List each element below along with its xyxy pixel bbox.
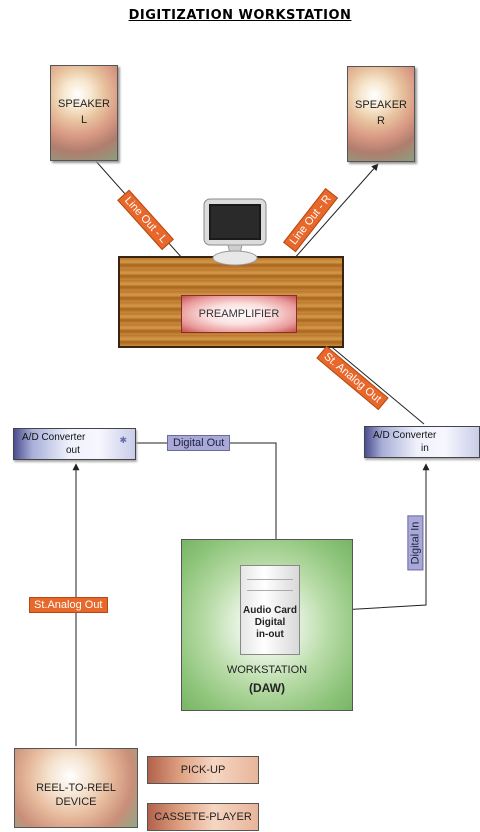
reel-to-reel-label: REEL-TO-REEL DEVICE [36,782,116,808]
ad-converter-out-port: out [66,445,80,456]
gear-icon: ✱ [119,435,127,445]
preamplifier-box: PREAMPLIFIER [181,295,297,333]
ad-converter-in-label: A/D Converter [373,430,437,441]
ad-converter-in: A/D Converter in [364,426,480,458]
diagram-title: DIGITIZATION WORKSTATION [128,8,352,23]
cassette-player-box: CASSETE-PLAYER [147,803,259,831]
audio-card-digital-label: Digital [254,617,286,628]
ad-converter-in-port: in [421,443,429,454]
speaker-left-channel: L [80,114,88,126]
speaker-right: SPEAKER R [347,66,415,162]
ad-converter-out: A/D Converter out ✱ [13,428,136,460]
monitor-icon [203,198,267,266]
workstation-label: WORKSTATION [226,664,308,676]
computer-tower-icon: Audio Card Digital in-out [240,565,300,655]
speaker-left: SPEAKER L [50,65,118,161]
ad-converter-out-label: A/D Converter [22,432,86,443]
speaker-right-channel: R [377,115,385,127]
workstation-sublabel: (DAW) [249,681,285,695]
speaker-right-label: SPEAKER [355,99,407,111]
speaker-left-label: SPEAKER [58,98,110,110]
audio-card-inout-label: in-out [256,629,284,640]
audio-card-label: Audio Card [243,605,297,616]
preamplifier-label: PREAMPLIFIER [198,308,280,320]
pickup-label: PICK-UP [180,764,226,776]
digital-in-tag: Digital In [407,515,424,571]
digital-out-tag: Digital Out [167,435,231,451]
cassette-player-label: CASSETE-PLAYER [154,811,252,823]
st-analog-out-left-tag: St.Analog Out [29,597,108,613]
pickup-box: PICK-UP [147,756,259,784]
reel-to-reel-box: REEL-TO-REEL DEVICE [14,748,138,828]
